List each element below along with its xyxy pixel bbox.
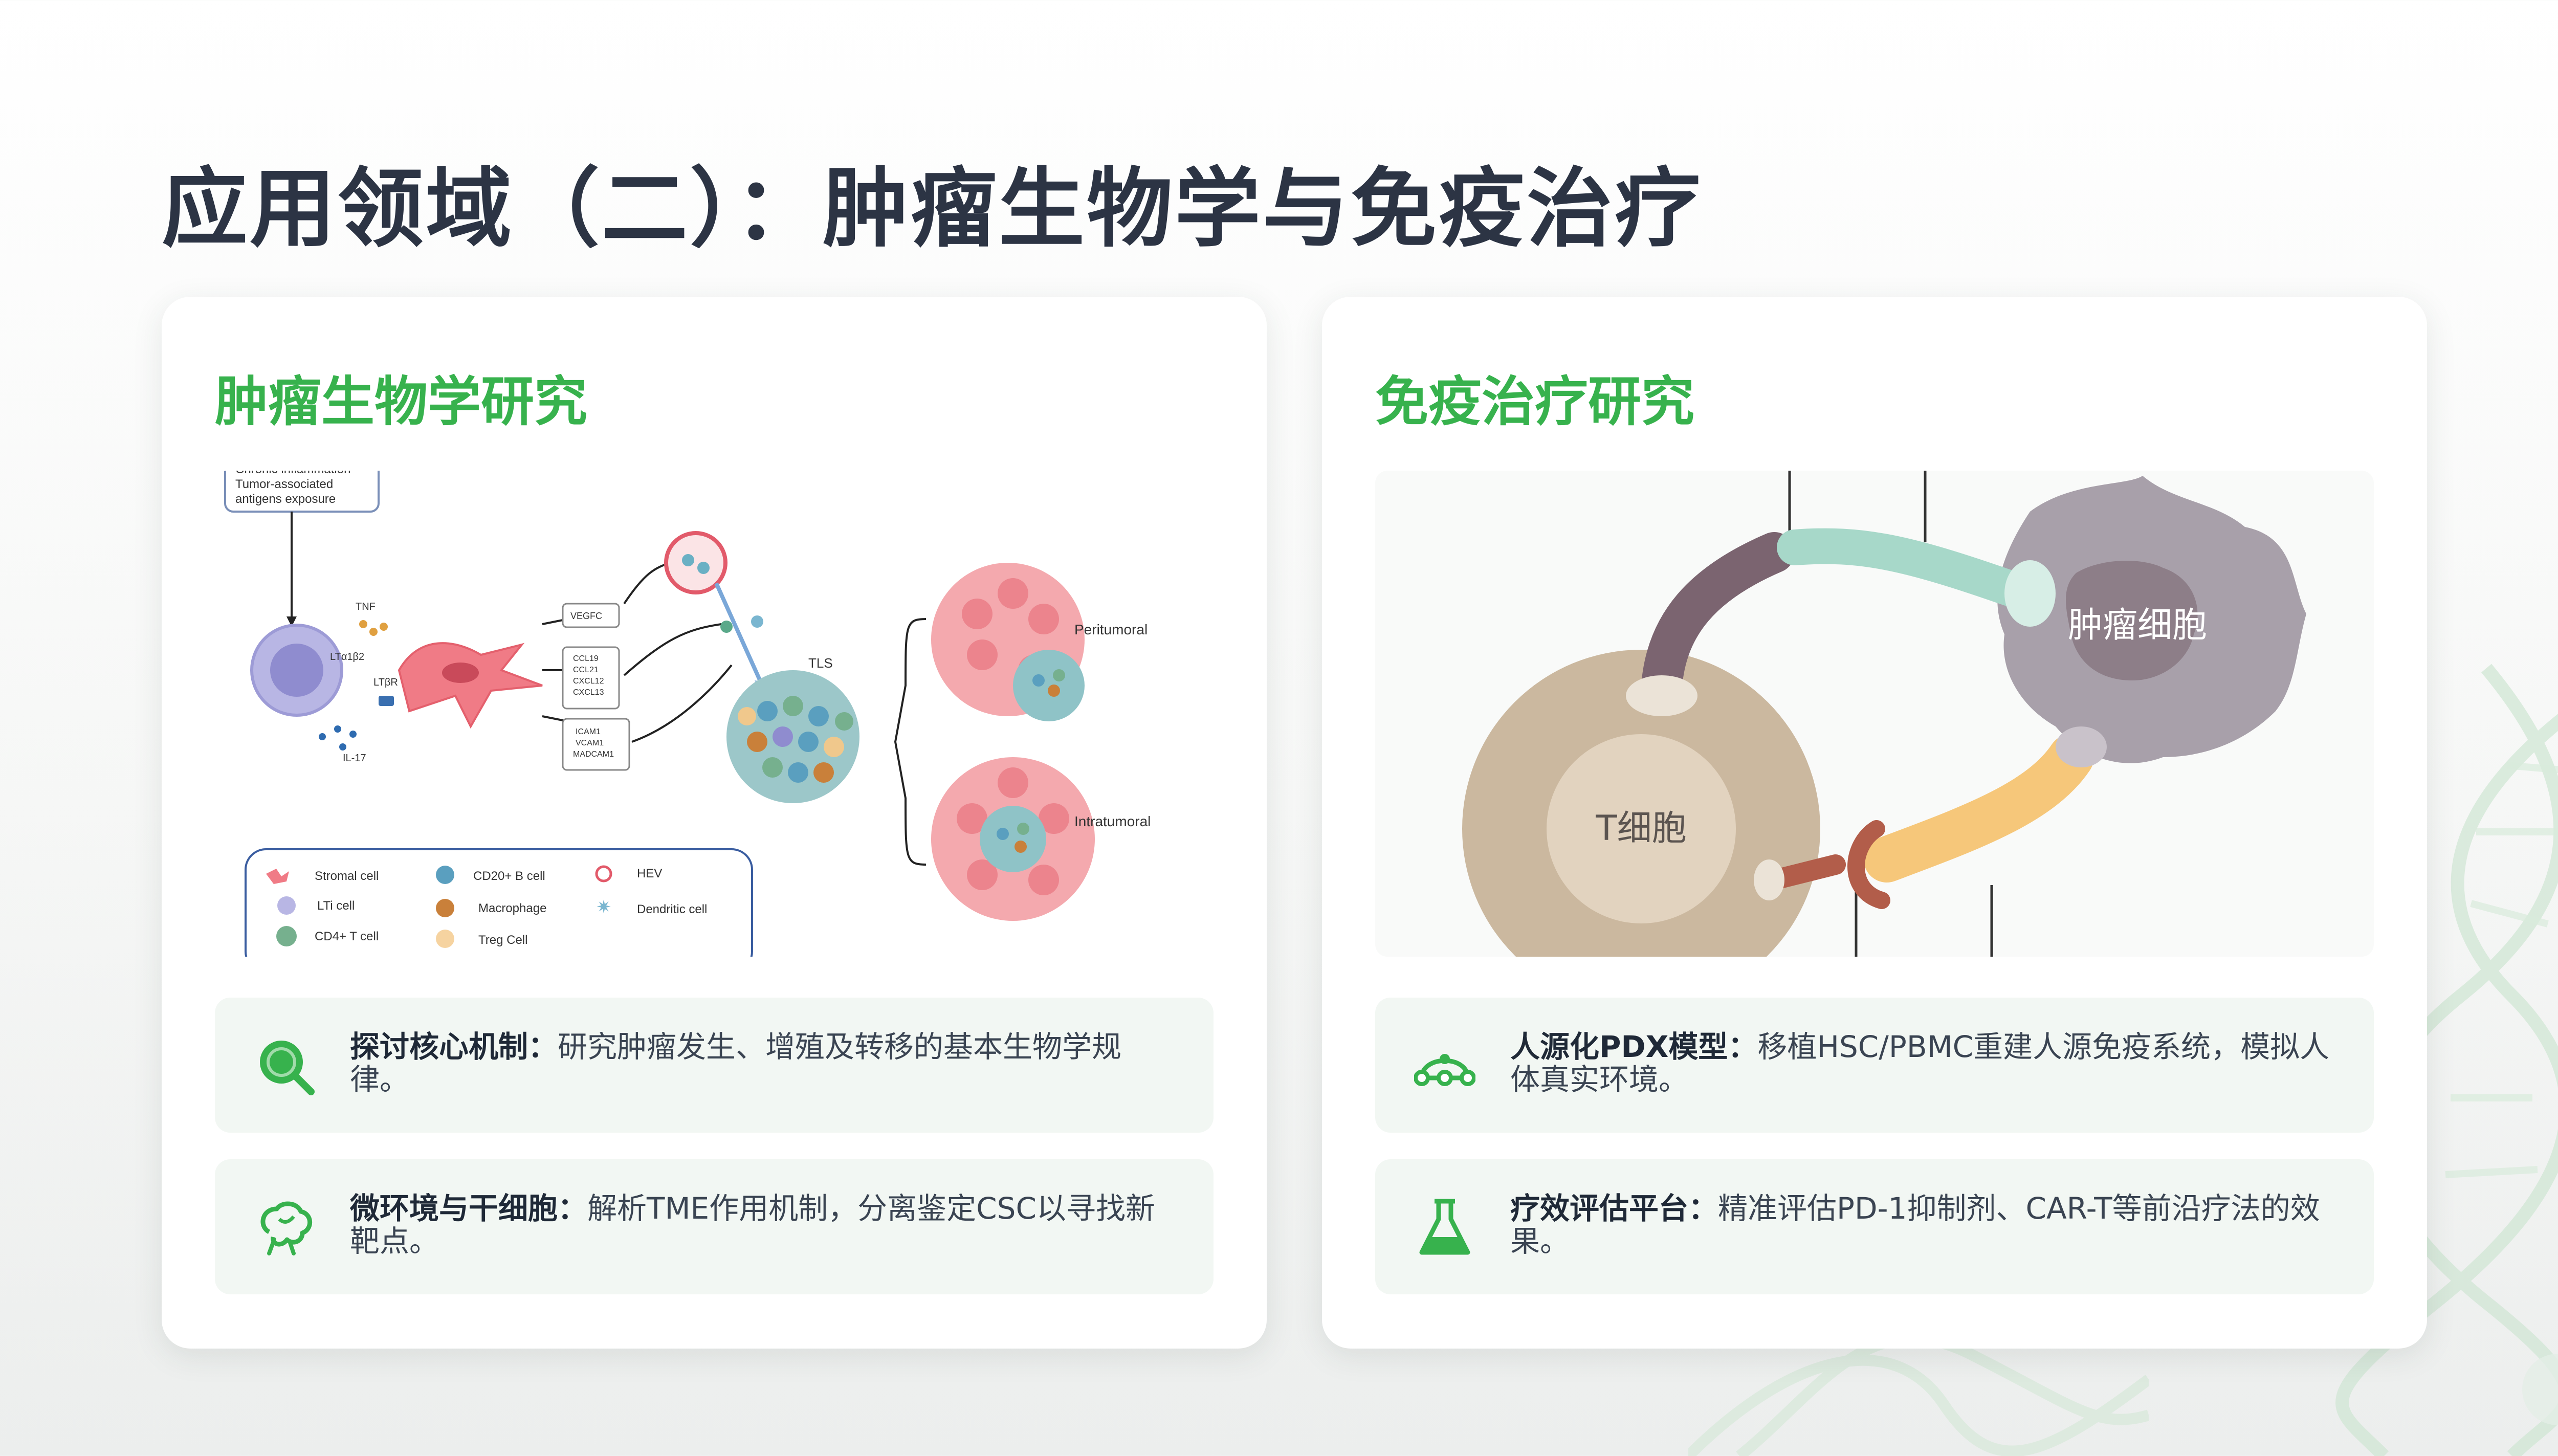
- brain-icon: [260, 1201, 313, 1255]
- legend-box: [245, 848, 753, 957]
- immunotherapy-card: 免疫治疗研究 T细胞 肿瘤细胞: [1322, 297, 2427, 1349]
- item-title: 人源化PDX模型：: [1510, 1029, 1758, 1064]
- card-heading: 免疫治疗研究: [1375, 370, 1695, 433]
- inflammation-text-2: Tumor-associated: [235, 477, 333, 491]
- lti-cell-icon: [277, 896, 296, 915]
- card-heading: 肿瘤生物学研究: [215, 370, 588, 433]
- inflammation-box: [224, 471, 380, 513]
- tumor-biology-card: 肿瘤生物学研究 Chronic inflammation Tumor-assoc…: [162, 297, 1267, 1349]
- treg-cell-icon: [436, 930, 454, 948]
- t-cell-label: T细胞: [1595, 808, 1687, 849]
- tcr-receptor: [1641, 532, 1795, 706]
- magnifier-icon: [260, 1041, 315, 1095]
- item-description: 精准评估PD-1抑制剂、CAR-T等前沿疗法的效果。: [1510, 1191, 2320, 1259]
- legend-label: CD20+ B cell: [473, 869, 545, 883]
- hev-icon: [595, 865, 612, 883]
- item-description: 移植HSC/PBMC重建人源免疫系统，模拟人体真实环境。: [1510, 1029, 2330, 1097]
- adhesion-label: VCAM1: [576, 739, 604, 747]
- info-item: 人源化PDX模型：移植HSC/PBMC重建人源免疫系统，模拟人体真实环境。: [1375, 998, 2374, 1133]
- vegfc-label: VEGFC: [570, 611, 602, 621]
- tls-cluster: [726, 670, 859, 803]
- adhesion-label: MADCAM1: [573, 750, 614, 759]
- legend-label: HEV: [637, 867, 662, 880]
- info-item: 微环境与干细胞：解析TME作用机制，分离鉴定CSC以寻找新靶点。: [215, 1159, 1214, 1294]
- item-title: 疗效评估平台：: [1510, 1191, 1718, 1226]
- adhesion-box: [562, 718, 630, 771]
- item-text: 疗效评估平台：精准评估PD-1抑制剂、CAR-T等前沿疗法的效果。: [1510, 1192, 2339, 1258]
- legend-label: CD4+ T cell: [315, 930, 379, 943]
- hev-icon: [664, 531, 727, 594]
- immune-synapse-illustration: T细胞 肿瘤细胞: [1375, 471, 2374, 957]
- macrophage-icon: [436, 899, 454, 917]
- cytokine-label: IL-17: [343, 753, 366, 764]
- tls-label: TLS: [808, 655, 833, 671]
- chemokine-label: CXCL12: [573, 677, 604, 686]
- network-icon: [1414, 1054, 1475, 1086]
- info-item: 疗效评估平台：精准评估PD-1抑制剂、CAR-T等前沿疗法的效果。: [1375, 1159, 2374, 1294]
- flask-icon: [1419, 1199, 1470, 1255]
- item-description: 研究肿瘤发生、增殖及转移的基本生物学规律。: [350, 1029, 1122, 1097]
- pd1-receptor: [1764, 854, 1846, 890]
- inflammation-text-1: Chronic inflammation: [235, 471, 350, 476]
- chemokine-label: CCL19: [573, 654, 599, 663]
- chemokine-label: CCL21: [573, 666, 599, 674]
- legend-label: Stromal cell: [315, 869, 379, 883]
- cytokine-label: LTα1β2: [330, 651, 364, 663]
- page-title: 应用领域（二）：肿瘤生物学与免疫治疗: [162, 159, 1703, 259]
- legend-label: LTi cell: [317, 899, 355, 913]
- item-text: 探讨核心机制：研究肿瘤发生、增殖及转移的基本生物学规律。: [350, 1030, 1179, 1096]
- vegfc-box: [562, 603, 620, 628]
- stromal-cell-icon: [398, 642, 543, 729]
- item-text: 微环境与干细胞：解析TME作用机制，分离鉴定CSC以寻找新靶点。: [350, 1192, 1179, 1258]
- item-text: 人源化PDX模型：移植HSC/PBMC重建人源免疫系统，模拟人体真实环境。: [1510, 1030, 2339, 1096]
- adhesion-label: ICAM1: [576, 727, 601, 736]
- b-cell-icon: [436, 866, 454, 884]
- dendritic-cell-icon: ✷: [596, 896, 611, 917]
- peritumoral-tumor: [931, 563, 1085, 721]
- legend-label: Dendritic cell: [637, 902, 707, 916]
- item-title: 微环境与干细胞：: [350, 1191, 588, 1226]
- item-title: 探讨核心机制：: [350, 1029, 558, 1064]
- cytokine-label: TNF: [356, 601, 376, 612]
- cytokine-label: LTβR: [373, 677, 398, 688]
- peritumoral-label: Peritumoral: [1074, 622, 1148, 637]
- chemokine-box: [562, 646, 620, 710]
- inflammation-text-3: antigens exposure: [235, 492, 336, 506]
- chemokine-label: CXCL13: [573, 688, 604, 697]
- tumor-cell-label: 肿瘤细胞: [2068, 605, 2207, 646]
- t-cell-icon: [276, 926, 297, 946]
- item-description: 解析TME作用机制，分离鉴定CSC以寻找新靶点。: [350, 1191, 1155, 1259]
- info-item: 探讨核心机制：研究肿瘤发生、增殖及转移的基本生物学规律。: [215, 998, 1214, 1133]
- tls-diagram: Chronic inflammation Tumor-associated an…: [215, 471, 1214, 957]
- pdl1-molecule: [1864, 734, 2094, 883]
- mhc-molecule: [1777, 528, 2027, 606]
- legend-label: Macrophage: [478, 901, 546, 915]
- intratumoral-tumor: [931, 757, 1095, 921]
- intratumoral-label: Intratumoral: [1074, 813, 1151, 829]
- legend-label: Treg Cell: [478, 933, 527, 947]
